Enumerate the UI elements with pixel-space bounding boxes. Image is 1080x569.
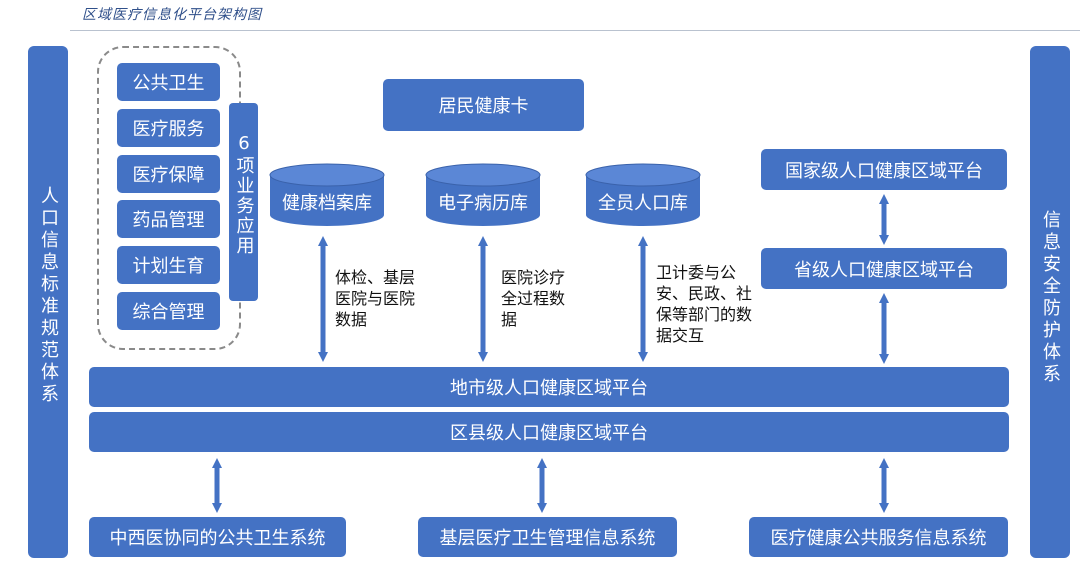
- db-emr-label: 电子病历库: [438, 193, 528, 214]
- county-platform: 区县级人口健康区域平台: [89, 412, 1009, 452]
- db-emr: 电子病历库: [425, 163, 541, 227]
- note-dept-exchange: 卫计委与公安、民政、社保等部门的数据交互: [656, 263, 753, 345]
- db-health-records: 健康档案库: [269, 163, 385, 227]
- system-primary-care: 基层医疗卫生管理信息系统: [418, 517, 677, 557]
- service-medical: 医疗服务: [117, 109, 220, 147]
- db-health-records-label: 健康档案库: [282, 193, 372, 214]
- db-population: 全员人口库: [585, 163, 701, 227]
- service-family-planning: 计划生育: [117, 246, 220, 284]
- system-public-service: 医疗健康公共服务信息系统: [749, 517, 1008, 557]
- left-standards-bar: 人口信息标准规范体系: [28, 46, 68, 558]
- services-label-bar: 6项业务应用: [229, 103, 258, 301]
- city-platform: 地市级人口健康区域平台: [89, 367, 1009, 407]
- left-standards-label: 人口信息标准规范体系: [38, 186, 59, 406]
- db-population-label: 全员人口库: [598, 193, 688, 214]
- service-insurance: 医疗保障: [117, 155, 220, 193]
- right-security-label: 信息安全防护体系: [1040, 210, 1061, 386]
- system-public-health: 中西医协同的公共卫生系统: [89, 517, 346, 557]
- resident-health-card: 居民健康卡: [383, 79, 584, 131]
- note-exam-data: 体检、基层医院与医院数据: [335, 268, 416, 329]
- diagram-title: 区域医疗信息化平台架构图: [82, 7, 262, 23]
- service-public-health: 公共卫生: [117, 63, 220, 101]
- services-label: 6项业务应用: [233, 133, 255, 256]
- right-security-bar: 信息安全防护体系: [1030, 46, 1070, 558]
- national-platform: 国家级人口健康区域平台: [761, 149, 1007, 190]
- service-drug: 药品管理: [117, 200, 220, 238]
- note-treatment-data: 医院诊疗全过程数据: [501, 268, 566, 329]
- title-divider: [70, 30, 1080, 31]
- provincial-platform: 省级人口健康区域平台: [761, 248, 1007, 289]
- service-general: 综合管理: [117, 292, 220, 330]
